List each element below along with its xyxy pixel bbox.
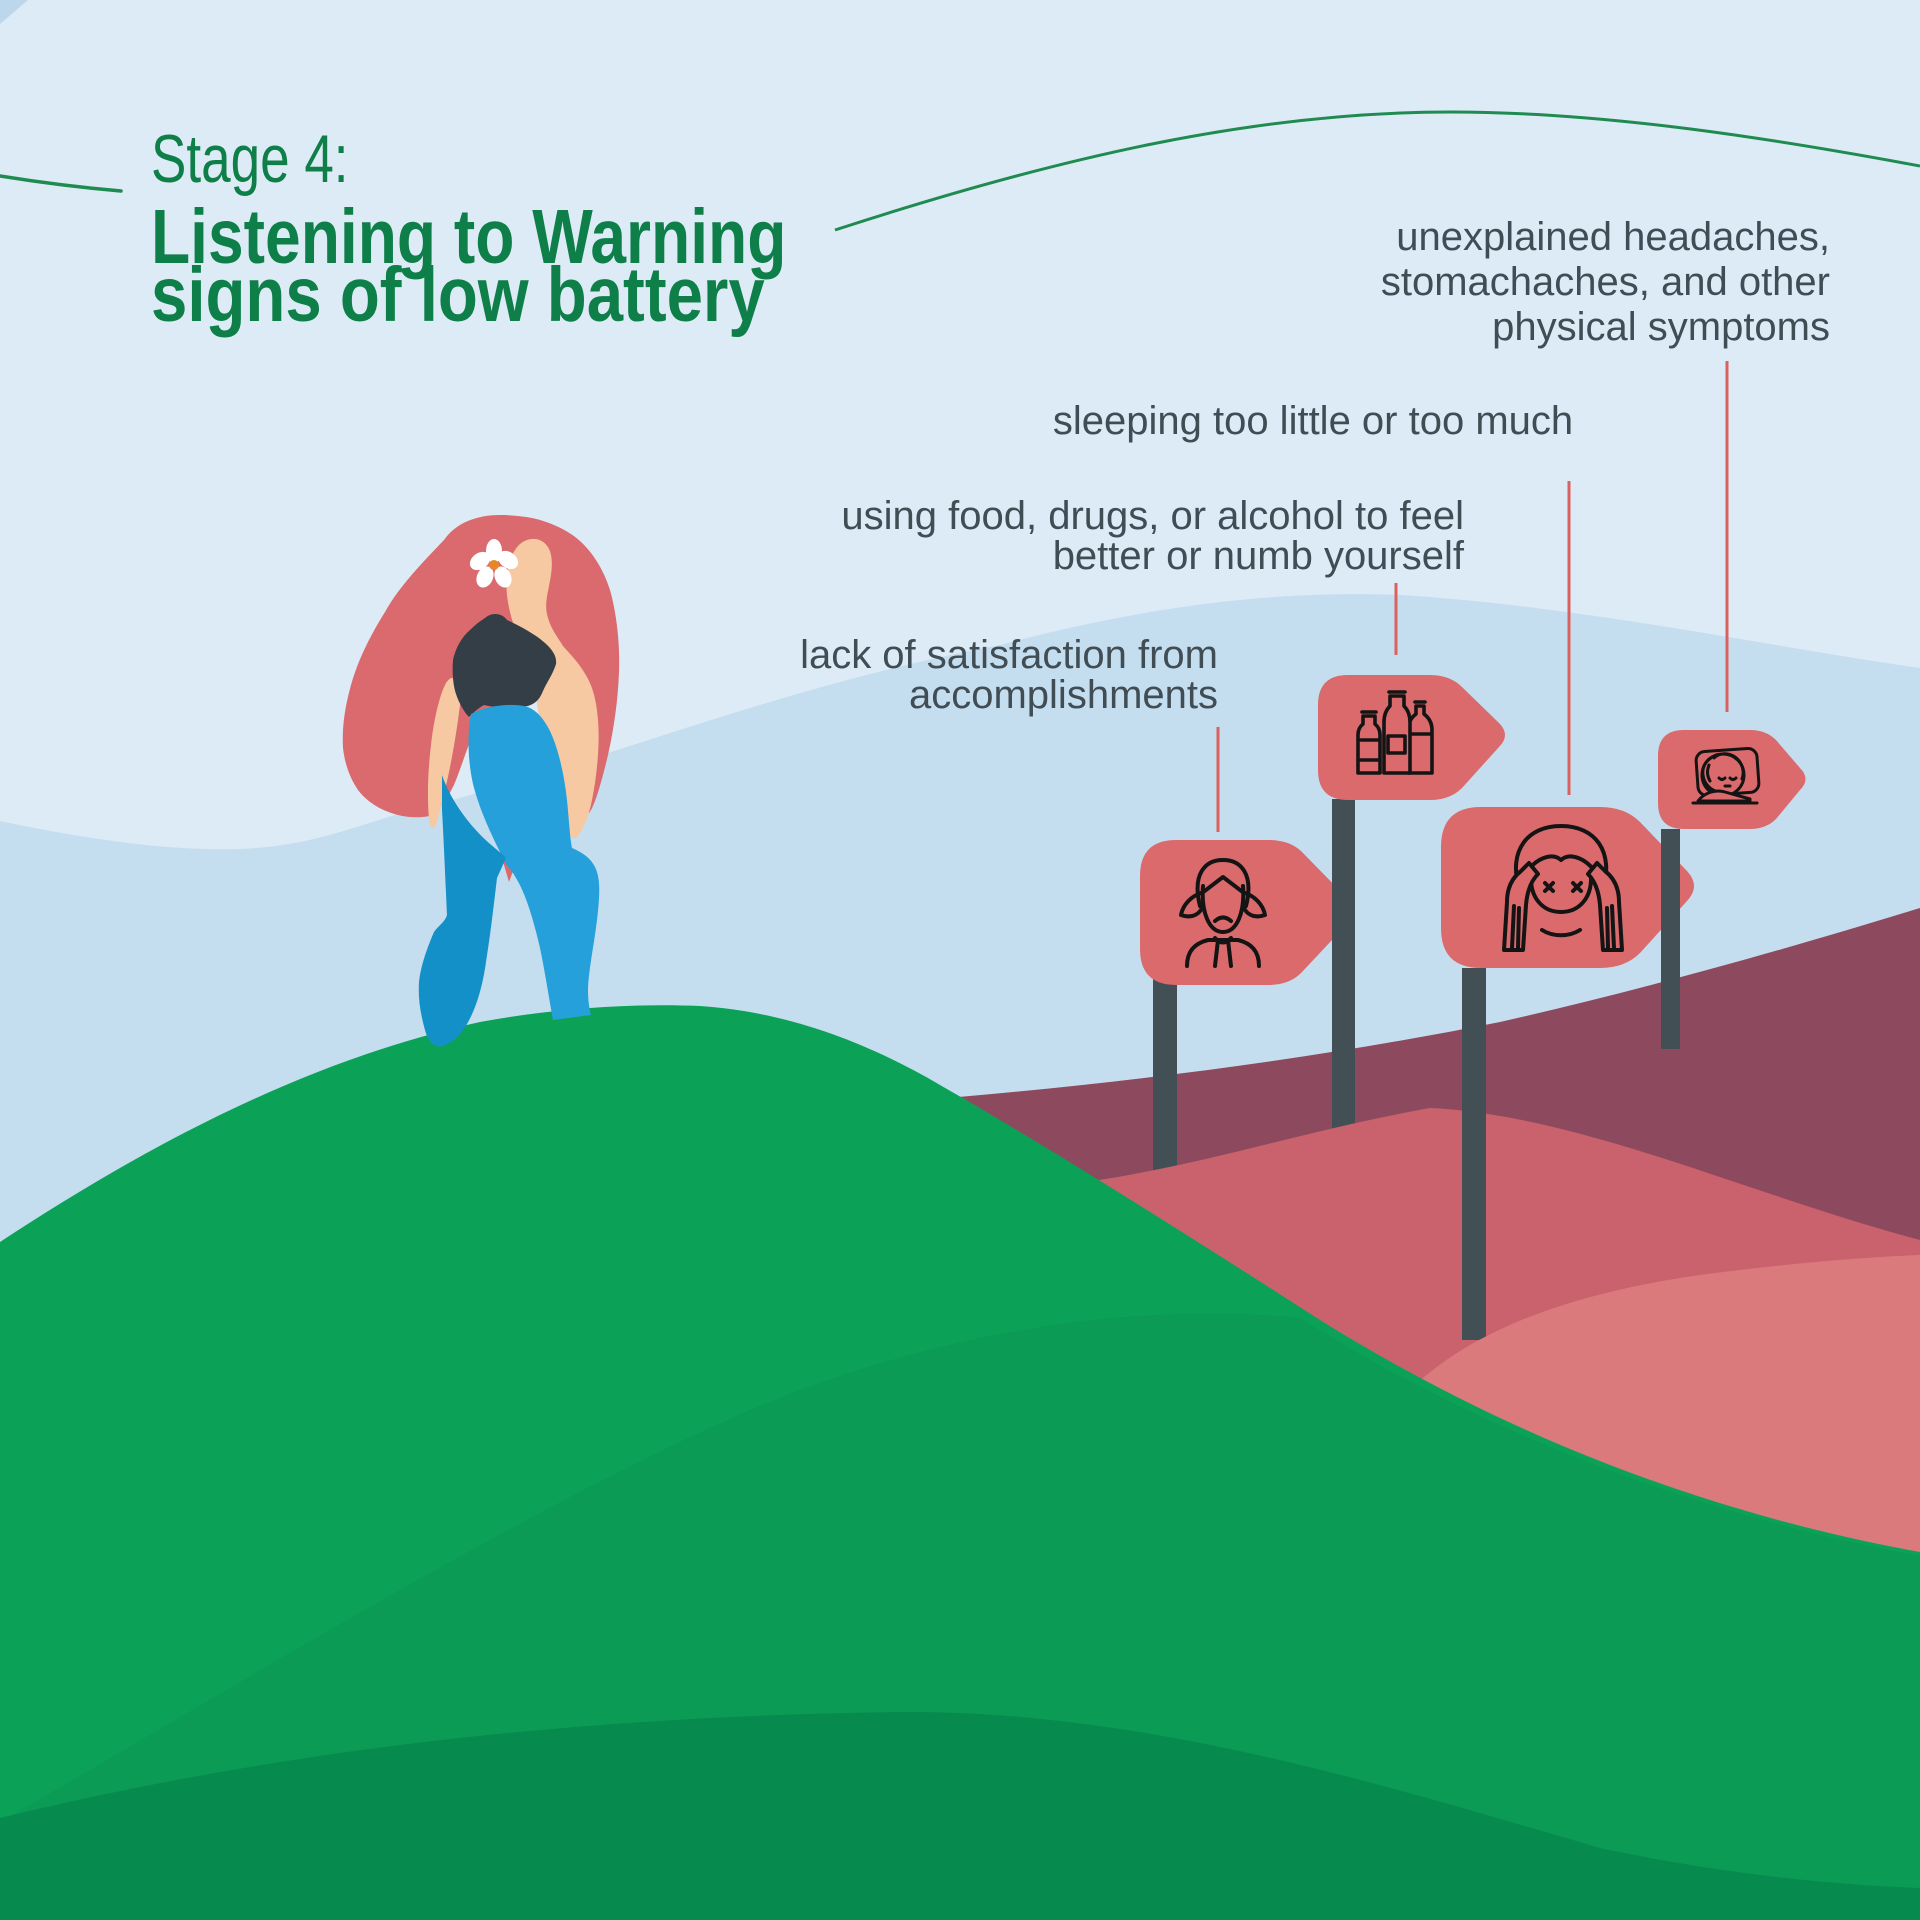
svg-text:sleeping too little or too muc: sleeping too little or too much xyxy=(1053,399,1573,443)
svg-text:Listening to Warning: Listening to Warning xyxy=(151,195,786,281)
svg-text:accomplishments: accomplishments xyxy=(909,673,1218,717)
svg-text:better or numb yourself: better or numb yourself xyxy=(1053,534,1465,578)
svg-text:Stage 4:: Stage 4: xyxy=(151,121,349,197)
svg-text:unexplained headaches,: unexplained headaches, xyxy=(1396,215,1830,259)
svg-text:lack of satisfaction from: lack of satisfaction from xyxy=(800,633,1218,677)
svg-text:physical symptoms: physical symptoms xyxy=(1492,305,1830,349)
svg-text:using food, drugs, or alcohol: using food, drugs, or alcohol to feel xyxy=(841,494,1464,538)
svg-text:stomachaches, and other: stomachaches, and other xyxy=(1381,260,1830,304)
svg-text:signs of low battery: signs of low battery xyxy=(151,252,765,338)
